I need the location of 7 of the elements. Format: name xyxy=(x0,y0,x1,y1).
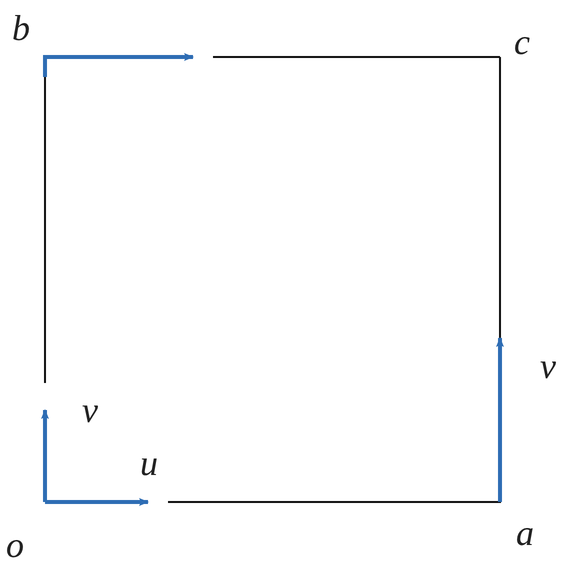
vector-label: v xyxy=(82,392,98,428)
vector-label: v xyxy=(540,348,556,384)
point-label: b xyxy=(12,10,30,46)
point-label: a xyxy=(516,515,534,551)
point-label: o xyxy=(6,527,24,563)
point-label: c xyxy=(514,24,530,60)
vector-label: u xyxy=(140,445,158,481)
